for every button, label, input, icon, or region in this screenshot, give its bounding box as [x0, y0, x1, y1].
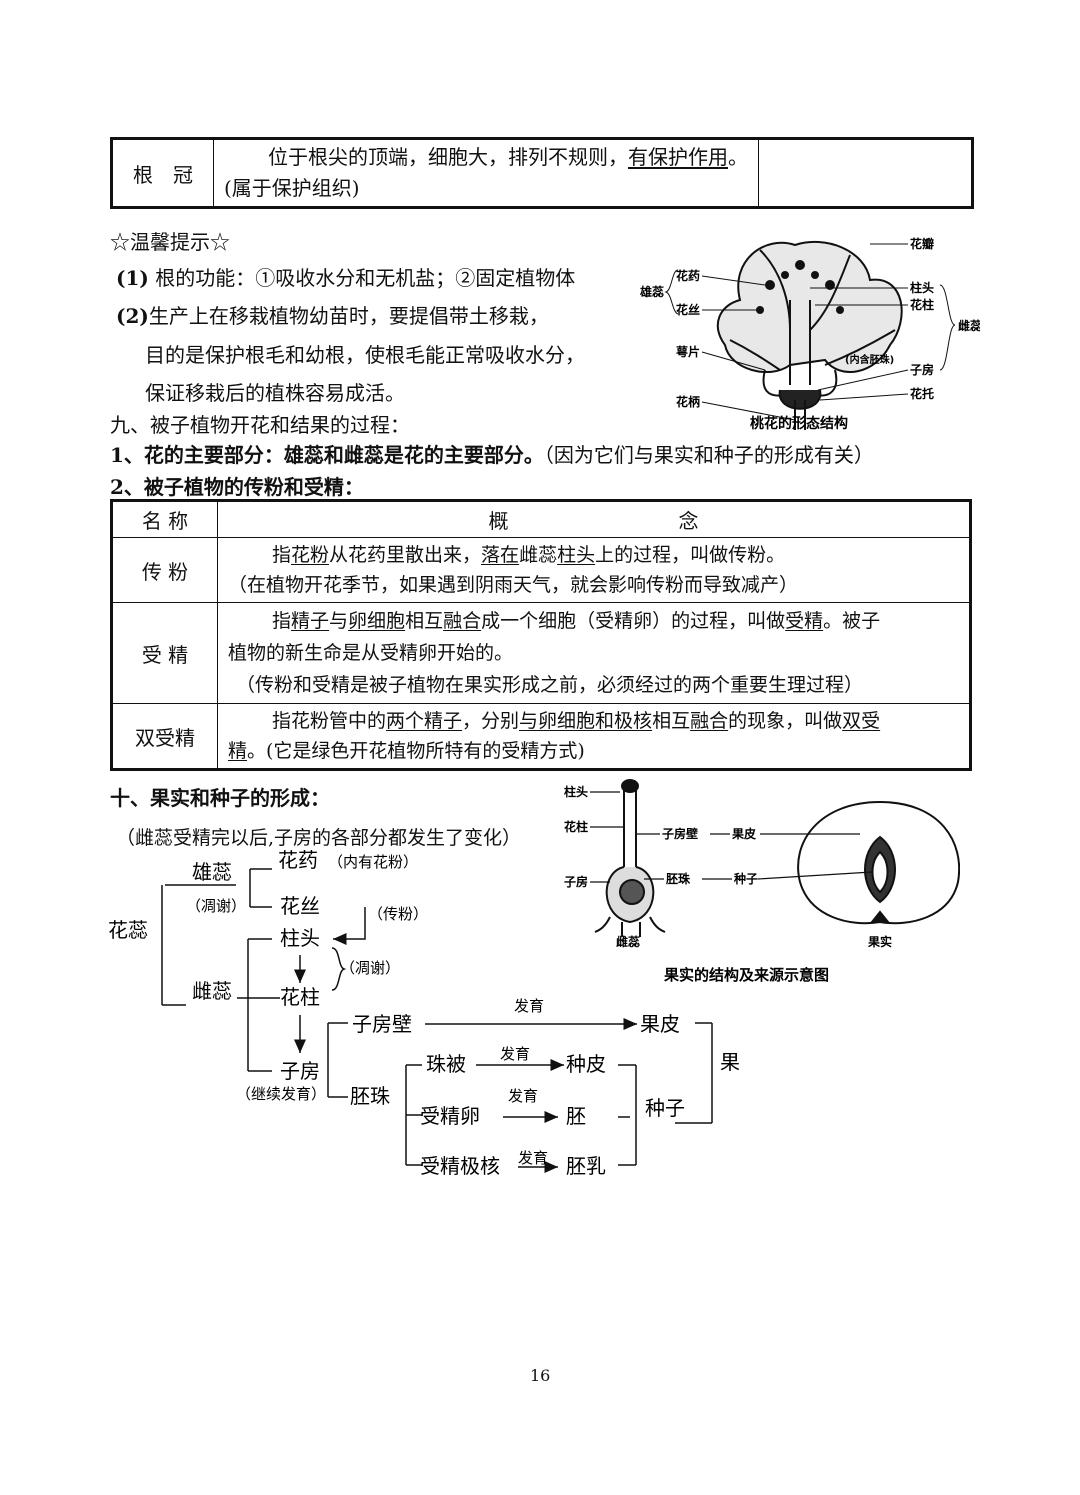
fig-label-seed: 种子	[733, 871, 758, 886]
note-diaoxie-1: （凋谢）	[186, 897, 246, 915]
root-cap-table: 根 冠 位于根尖的顶端，细胞大，排列不规则，有保护作用。(属于保护组织)	[110, 137, 974, 209]
root-cap-desc: 位于根尖的顶端，细胞大，排列不规则，有保护作用。(属于保护组织)	[213, 138, 759, 208]
fig-label-pistil: 雌蕊	[616, 934, 640, 949]
header-name: 名 称	[111, 500, 218, 538]
label-receptacle: 花托	[910, 386, 934, 401]
fruit-caption: 果实的结构及来源示意图	[663, 966, 829, 984]
node-guoshi: 果实	[720, 1050, 740, 1074]
peach-flower-figure: 花瓣 花药 雄蕊 花丝 柱头 花柱 雌蕊 萼片 (内含胚珠) 子房 花托 花柄 …	[640, 236, 980, 432]
fruit-source-figure: 柱头 花柱 子房 子房壁 果皮 胚珠 种子 雌蕊 果实 果实的结构及来源示意图	[564, 779, 960, 984]
label-fayu-1: 发育	[514, 997, 544, 1015]
fruit-formation-diagram: 花蕊 雄蕊 花药 花丝 柱头 雌蕊 花柱 子房 子房壁 果皮 果实 胚珠 珠被 …	[108, 848, 740, 1178]
node-zifangbi: 子房壁	[352, 1012, 412, 1036]
peach-flower-drawing	[716, 240, 903, 430]
pollination-table: 名 称 概念 传 粉 指花粉从花药里散出来，落在雌蕊柱头上的过程，叫做传粉。 （…	[110, 499, 972, 771]
label-stamen: 雄蕊	[640, 284, 664, 299]
fruit-leader-lines	[590, 791, 873, 883]
fig-label-ovule: 胚珠	[666, 871, 691, 886]
fig-label-stigma: 柱头	[564, 784, 588, 799]
node-peizhu: 胚珠	[350, 1084, 390, 1108]
fig-label-ovary: 子房	[564, 874, 588, 889]
label-style: 花柱	[910, 297, 934, 312]
label-ovule-note: (内含胚珠)	[845, 353, 894, 366]
node-huayao: 花药	[278, 848, 318, 872]
note-huayao: （内有花粉）	[328, 853, 418, 871]
label-fayu-4: 发育	[518, 1149, 548, 1167]
fig-label-ovary-wall: 子房壁	[662, 826, 698, 841]
root-cap-blank-cell	[758, 138, 973, 208]
row-fertilization-desc: 指精子与卵细胞相互融合成一个细胞（受精卵）的过程，叫做受精。被子 植物的新生命是…	[217, 602, 971, 704]
node-huarui: 花蕊	[108, 918, 148, 942]
fig-label-pericarp: 果皮	[731, 826, 756, 841]
label-stigma: 柱头	[910, 280, 934, 295]
label-fayu-2: 发育	[500, 1045, 530, 1063]
section-9-point-1: 1、花的主要部分：雄蕊和雌蕊是花的主要部分。（因为它们与果实和种子的形成有关）	[110, 443, 874, 467]
pistil-drawing	[594, 779, 666, 937]
fig-label-fruit: 果实	[867, 934, 892, 949]
fig-label-style: 花柱	[564, 819, 588, 834]
row-pollination-desc: 指花粉从花药里散出来，落在雌蕊柱头上的过程，叫做传粉。 （在植物开花季节，如果遇…	[217, 537, 971, 603]
section-10-title: 十、果实和种子的形成：	[110, 786, 330, 810]
note-jixu: （继续发育）	[236, 1085, 326, 1103]
label-pedicel: 花柄	[676, 394, 700, 409]
label-anther: 花药	[676, 268, 700, 283]
section-9-title: 九、被子植物开花和结果的过程：	[110, 413, 410, 437]
node-guopi: 果皮	[640, 1012, 680, 1036]
section-9-point-2: 2、被子植物的传粉和受精：	[110, 475, 364, 499]
node-cirui: 雌蕊	[192, 979, 232, 1003]
row-fertilization-name: 受 精	[111, 602, 218, 704]
tip-line-3: 目的是保护根毛和幼根，使根毛能正常吸收水分，	[145, 343, 585, 367]
row-double-fertilization-desc: 指花粉管中的两个精子，分别与卵细胞和极核相互融合的现象，叫做双受 精。(它是绿色…	[217, 703, 971, 770]
tip-title: ☆温馨提示☆	[110, 230, 230, 254]
node-xiongrui: 雄蕊	[192, 860, 232, 884]
row-pollination-name: 传 粉	[111, 537, 218, 603]
row-double-fertilization-name: 双受精	[111, 703, 218, 770]
node-zifang: 子房	[280, 1059, 320, 1083]
node-huazhu: 花柱	[280, 985, 320, 1009]
label-ovary: 子房	[910, 362, 934, 377]
flower-leader-lines	[664, 243, 956, 421]
node-zhubei: 珠被	[426, 1052, 466, 1076]
tip-line-1: (1) 根的功能：①吸收水分和无机盐；②固定植物体	[116, 266, 576, 290]
node-zhongpi: 种皮	[566, 1052, 606, 1076]
note-chuanfen: （传粉）	[368, 905, 428, 923]
fruit-drawing	[797, 800, 960, 925]
label-sepal: 萼片	[676, 344, 700, 359]
label-fayu-3: 发育	[508, 1087, 538, 1105]
node-huasi: 花丝	[280, 894, 320, 918]
flower-caption: 桃花的形态结构	[750, 415, 848, 432]
tip-line-4: 保证移栽后的植株容易成活。	[145, 381, 405, 405]
node-zhutou: 柱头	[280, 926, 320, 950]
note-diaoxie-2: （凋谢）	[340, 959, 400, 977]
node-peiru: 胚乳	[566, 1154, 606, 1178]
root-cap-name: 根 冠	[111, 138, 214, 208]
diagram-lines	[161, 868, 713, 1173]
page-number: 16	[530, 1366, 551, 1385]
section-10-subtitle: （雌蕊受精完以后,子房的各部分都发生了变化）	[116, 827, 522, 849]
node-shoujingluan: 受精卵	[420, 1104, 480, 1128]
label-filament: 花丝	[676, 302, 700, 317]
node-shoujingjihe: 受精极核	[420, 1154, 500, 1178]
label-pistil: 雌蕊	[958, 318, 980, 333]
header-concept: 概念	[217, 500, 971, 538]
node-pei: 胚	[566, 1104, 586, 1128]
label-petal: 花瓣	[910, 236, 934, 251]
node-zhongzi: 种子	[645, 1096, 685, 1120]
tip-line-2: (2)生产上在移栽植物幼苗时，要提倡带土移栽，	[116, 304, 549, 328]
